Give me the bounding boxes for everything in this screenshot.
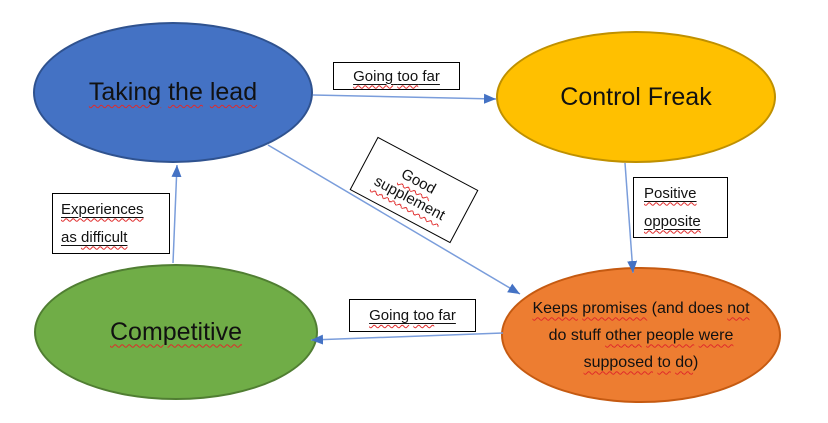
edge-label-going-too-far-bottom-text: Going too far	[369, 307, 456, 324]
edge-label-positive-opposite-text: Positive opposite	[644, 184, 701, 230]
node-taking-the-lead-label: Taking the lead	[88, 78, 258, 106]
edge-label-going-too-far-top-text: Going too far	[353, 67, 440, 85]
node-control-freak-label: Control Freak	[560, 82, 712, 111]
edge-label-experiences-as-difficult[interactable]: Experiences as difficult	[52, 193, 170, 254]
arrow-competitive-to-taking[interactable]	[171, 164, 182, 264]
node-keeps-promises[interactable]: Keeps promises (and does not do stuff ot…	[501, 267, 781, 403]
edge-label-going-too-far-bottom[interactable]: Going too far	[349, 299, 476, 332]
edge-label-positive-opposite[interactable]: Positive opposite	[633, 177, 728, 238]
arrow-control-to-keeps[interactable]	[624, 162, 638, 274]
node-competitive-label: Competitive	[110, 317, 242, 346]
node-control-freak[interactable]: Control Freak	[496, 31, 776, 163]
arrow-taking-to-control[interactable]	[312, 93, 497, 104]
node-taking-the-lead[interactable]: Taking the lead	[33, 22, 313, 163]
node-keeps-promises-label: Keeps promises (and does not do stuff ot…	[532, 299, 750, 371]
edge-label-experiences-as-difficult-text: Experiences as difficult	[61, 200, 144, 246]
arrow-taking-to-keeps[interactable]	[267, 144, 521, 295]
arrow-keeps-to-competitive[interactable]	[310, 332, 504, 345]
node-competitive[interactable]: Competitive	[34, 264, 318, 400]
edge-label-going-too-far-top[interactable]: Going too far	[333, 62, 460, 90]
